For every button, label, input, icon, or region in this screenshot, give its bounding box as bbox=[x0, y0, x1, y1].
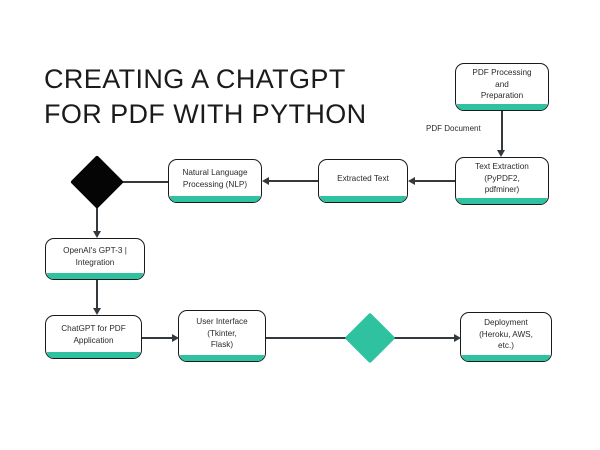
diamond-shape bbox=[70, 155, 124, 209]
edge-decision-teal-to-deployment-arrowhead bbox=[454, 333, 461, 342]
node-natural-language-processing[interactable]: Natural Language Processing (NLP) bbox=[168, 159, 262, 203]
node-openai-gpt3-integration[interactable]: OpenAI's GPT-3 | Integration bbox=[45, 238, 145, 280]
edge-extracted-text-to-nlp-line bbox=[265, 180, 318, 182]
edge-extracted-text-to-nlp-arrowhead bbox=[262, 176, 269, 185]
edge-text-extraction-to-extracted-text-line bbox=[411, 180, 455, 182]
edge-nlp-to-decision-dark-line bbox=[118, 181, 168, 183]
diamond-shape bbox=[344, 312, 396, 364]
edge-pdf-processing-to-text-extraction-arrowhead bbox=[497, 150, 505, 157]
edge-pdf-processing-to-text-extraction-line bbox=[501, 111, 503, 151]
edge-decision-teal-to-deployment-line bbox=[389, 337, 456, 339]
node-user-interface[interactable]: User Interface (Tkinter, Flask) bbox=[178, 310, 266, 362]
edge-openai-to-chatgpt-line bbox=[96, 280, 98, 309]
node-extracted-text[interactable]: Extracted Text bbox=[318, 159, 408, 203]
node-deployment[interactable]: Deployment (Heroku, AWS, etc.) bbox=[460, 312, 552, 362]
edge-label-pdf-document: PDF Document bbox=[424, 124, 483, 133]
edge-chatgpt-to-user-interface-arrowhead bbox=[172, 333, 179, 342]
edge-user-interface-to-decision-teal-line bbox=[266, 337, 350, 339]
edge-text-extraction-to-extracted-text-arrowhead bbox=[408, 176, 415, 185]
edge-decision-dark-to-openai-arrowhead bbox=[92, 231, 101, 238]
edge-decision-dark-to-openai-line bbox=[96, 199, 98, 232]
node-chatgpt-for-pdf-application[interactable]: ChatGPT for PDF Application bbox=[45, 315, 142, 359]
node-text-extraction[interactable]: Text Extraction (PyPDF2, pdfminer) bbox=[455, 157, 549, 205]
edge-chatgpt-to-user-interface-line bbox=[142, 337, 174, 339]
page-title: CREATING A CHATGPT FOR PDF WITH PYTHON bbox=[44, 64, 367, 129]
edge-openai-to-chatgpt-arrowhead bbox=[92, 308, 101, 315]
node-pdf-processing[interactable]: PDF Processing and Preparation bbox=[455, 63, 549, 111]
node-decision-dark-diamond[interactable] bbox=[70, 155, 124, 209]
node-decision-teal-diamond[interactable] bbox=[344, 312, 396, 364]
